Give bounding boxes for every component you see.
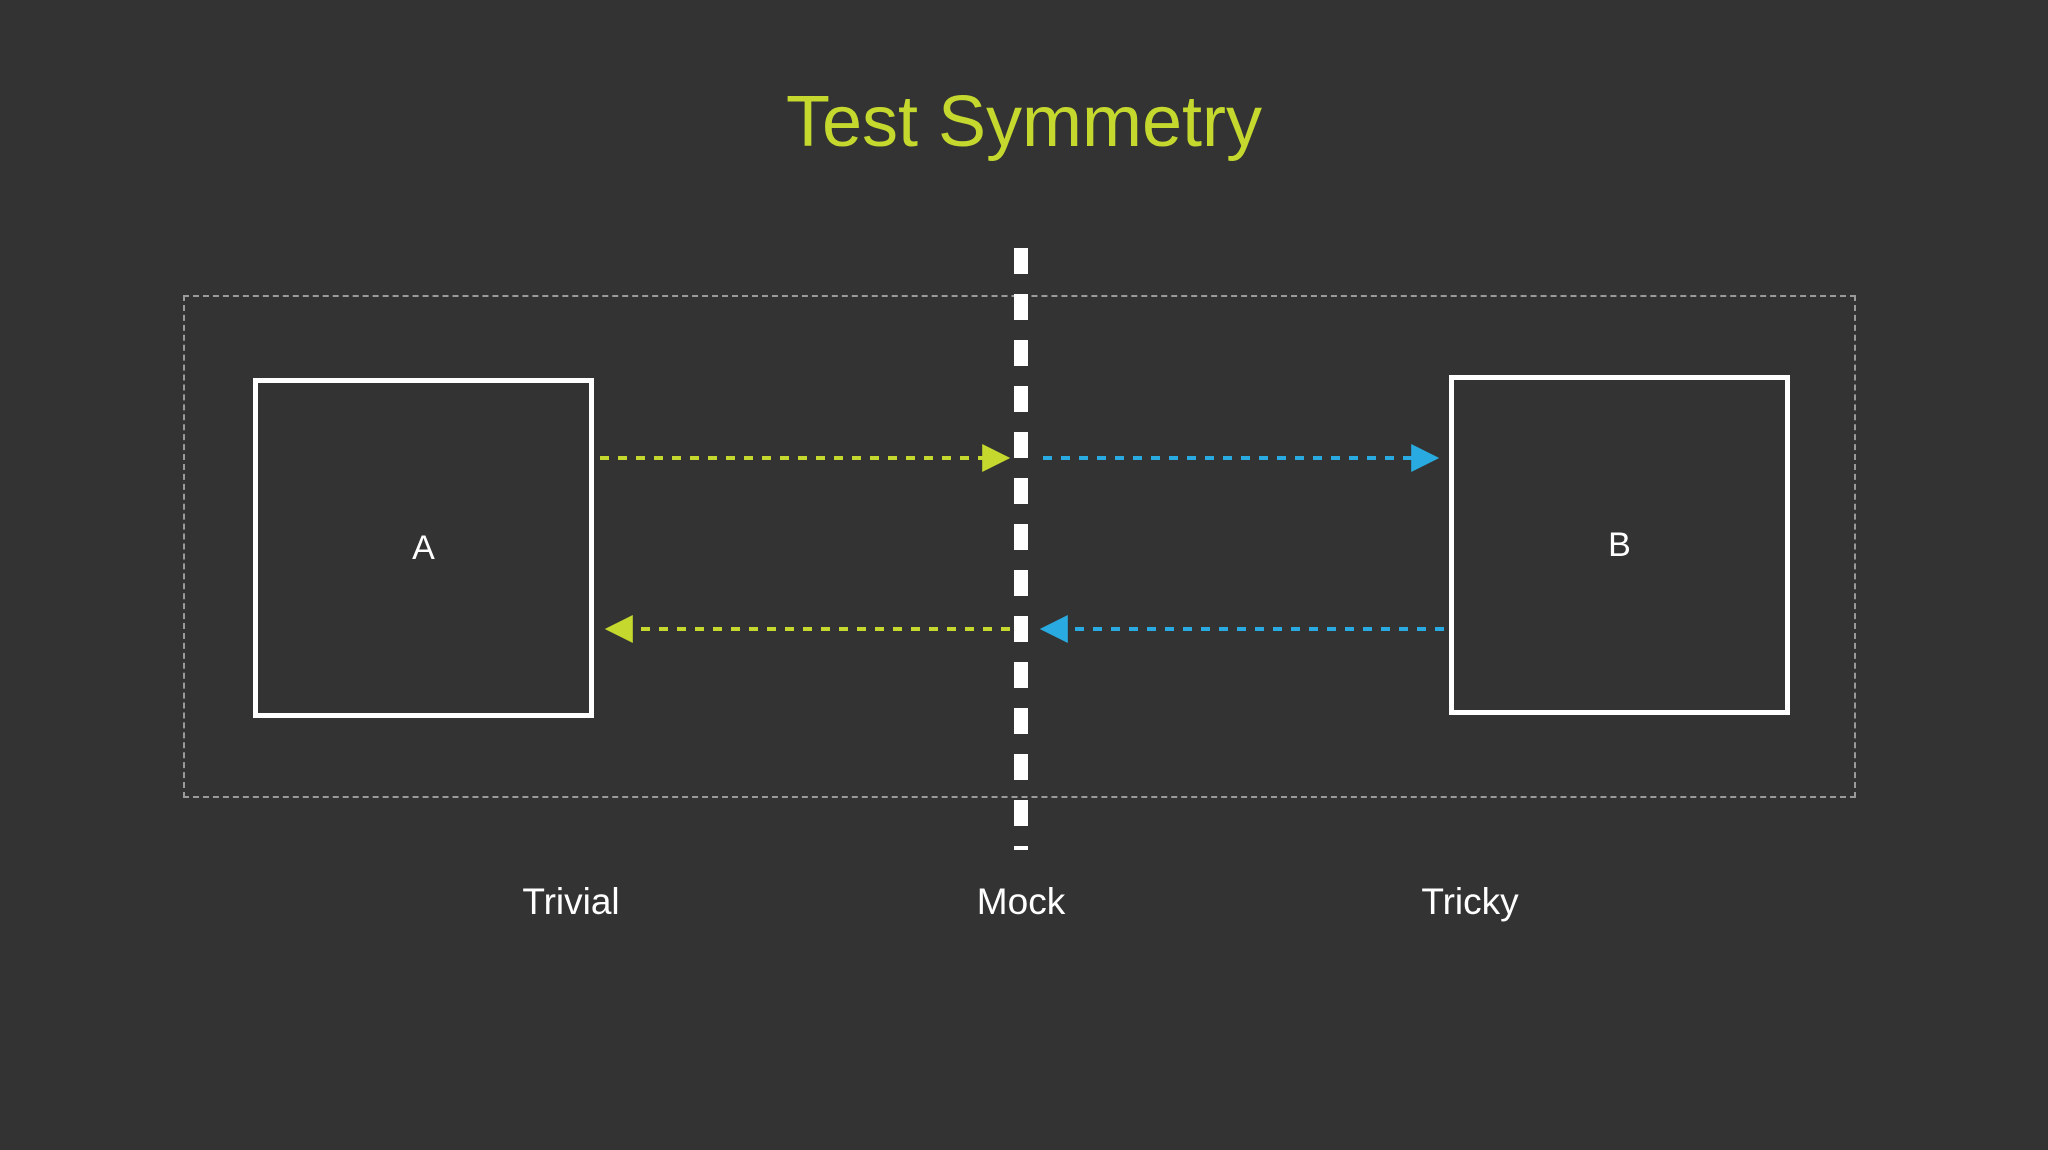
- node-box-b[interactable]: B: [1449, 375, 1790, 715]
- node-box-a[interactable]: A: [253, 378, 594, 718]
- caption-trivial: Trivial: [522, 881, 620, 922]
- caption-tricky: Tricky: [1421, 881, 1519, 922]
- page-title: Test Symmetry: [785, 82, 1263, 162]
- mock-divider: [1014, 248, 1028, 850]
- node-label-b: B: [1608, 526, 1631, 564]
- caption-mock: Mock: [976, 881, 1066, 922]
- node-label-a: A: [412, 529, 435, 567]
